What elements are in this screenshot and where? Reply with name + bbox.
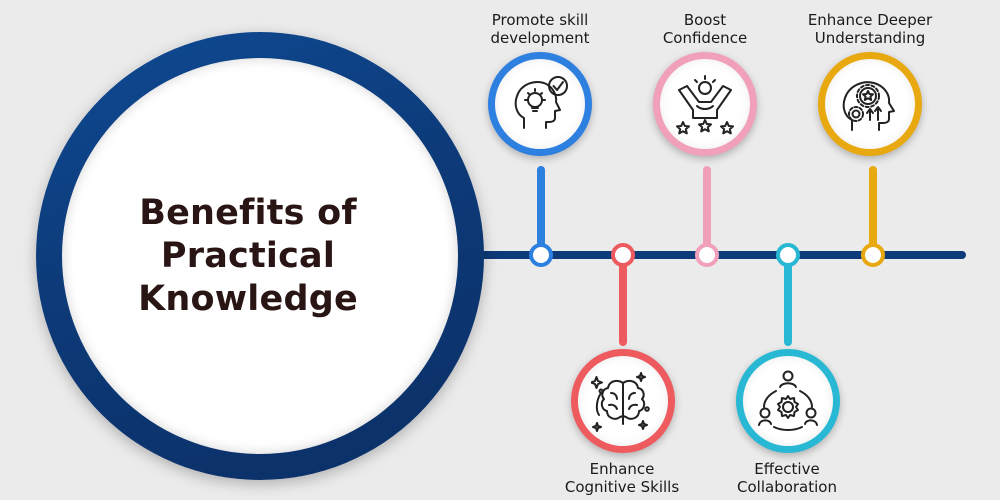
- benefit-label: Boost Confidence: [662, 11, 748, 47]
- benefit-label: Enhance Deeper Understanding: [807, 11, 933, 47]
- idea-head-check-icon: [514, 76, 568, 129]
- head-gears-arrows-icon: [842, 81, 895, 131]
- benefit-label: Enhance Cognitive Skills: [564, 460, 680, 496]
- benefit-icon-ring: [653, 52, 757, 156]
- benefit-icon-ring: [736, 349, 840, 453]
- team-gear-icon: [758, 370, 818, 431]
- benefit-icon-ring: [571, 349, 675, 453]
- main-title: Benefits of Practical Knowledge: [138, 192, 358, 319]
- timeline-node-2: [695, 243, 719, 267]
- benefit-label: Promote skill development: [490, 11, 590, 47]
- celebrating-person-stars-icon: [676, 75, 734, 135]
- timeline-node-3: [776, 243, 800, 267]
- benefit-label: Effective Collaboration: [737, 460, 837, 496]
- timeline-node-0: [529, 243, 553, 267]
- benefit-icon-ring: [488, 52, 592, 156]
- main-circle: Benefits of Practical Knowledge: [36, 32, 484, 480]
- main-circle-inner: Benefits of Practical Knowledge: [62, 58, 458, 454]
- benefit-icon-ring: [818, 52, 922, 156]
- brain-sparkle-icon: [591, 372, 650, 432]
- timeline-node-4: [861, 243, 885, 267]
- timeline-node-1: [611, 243, 635, 267]
